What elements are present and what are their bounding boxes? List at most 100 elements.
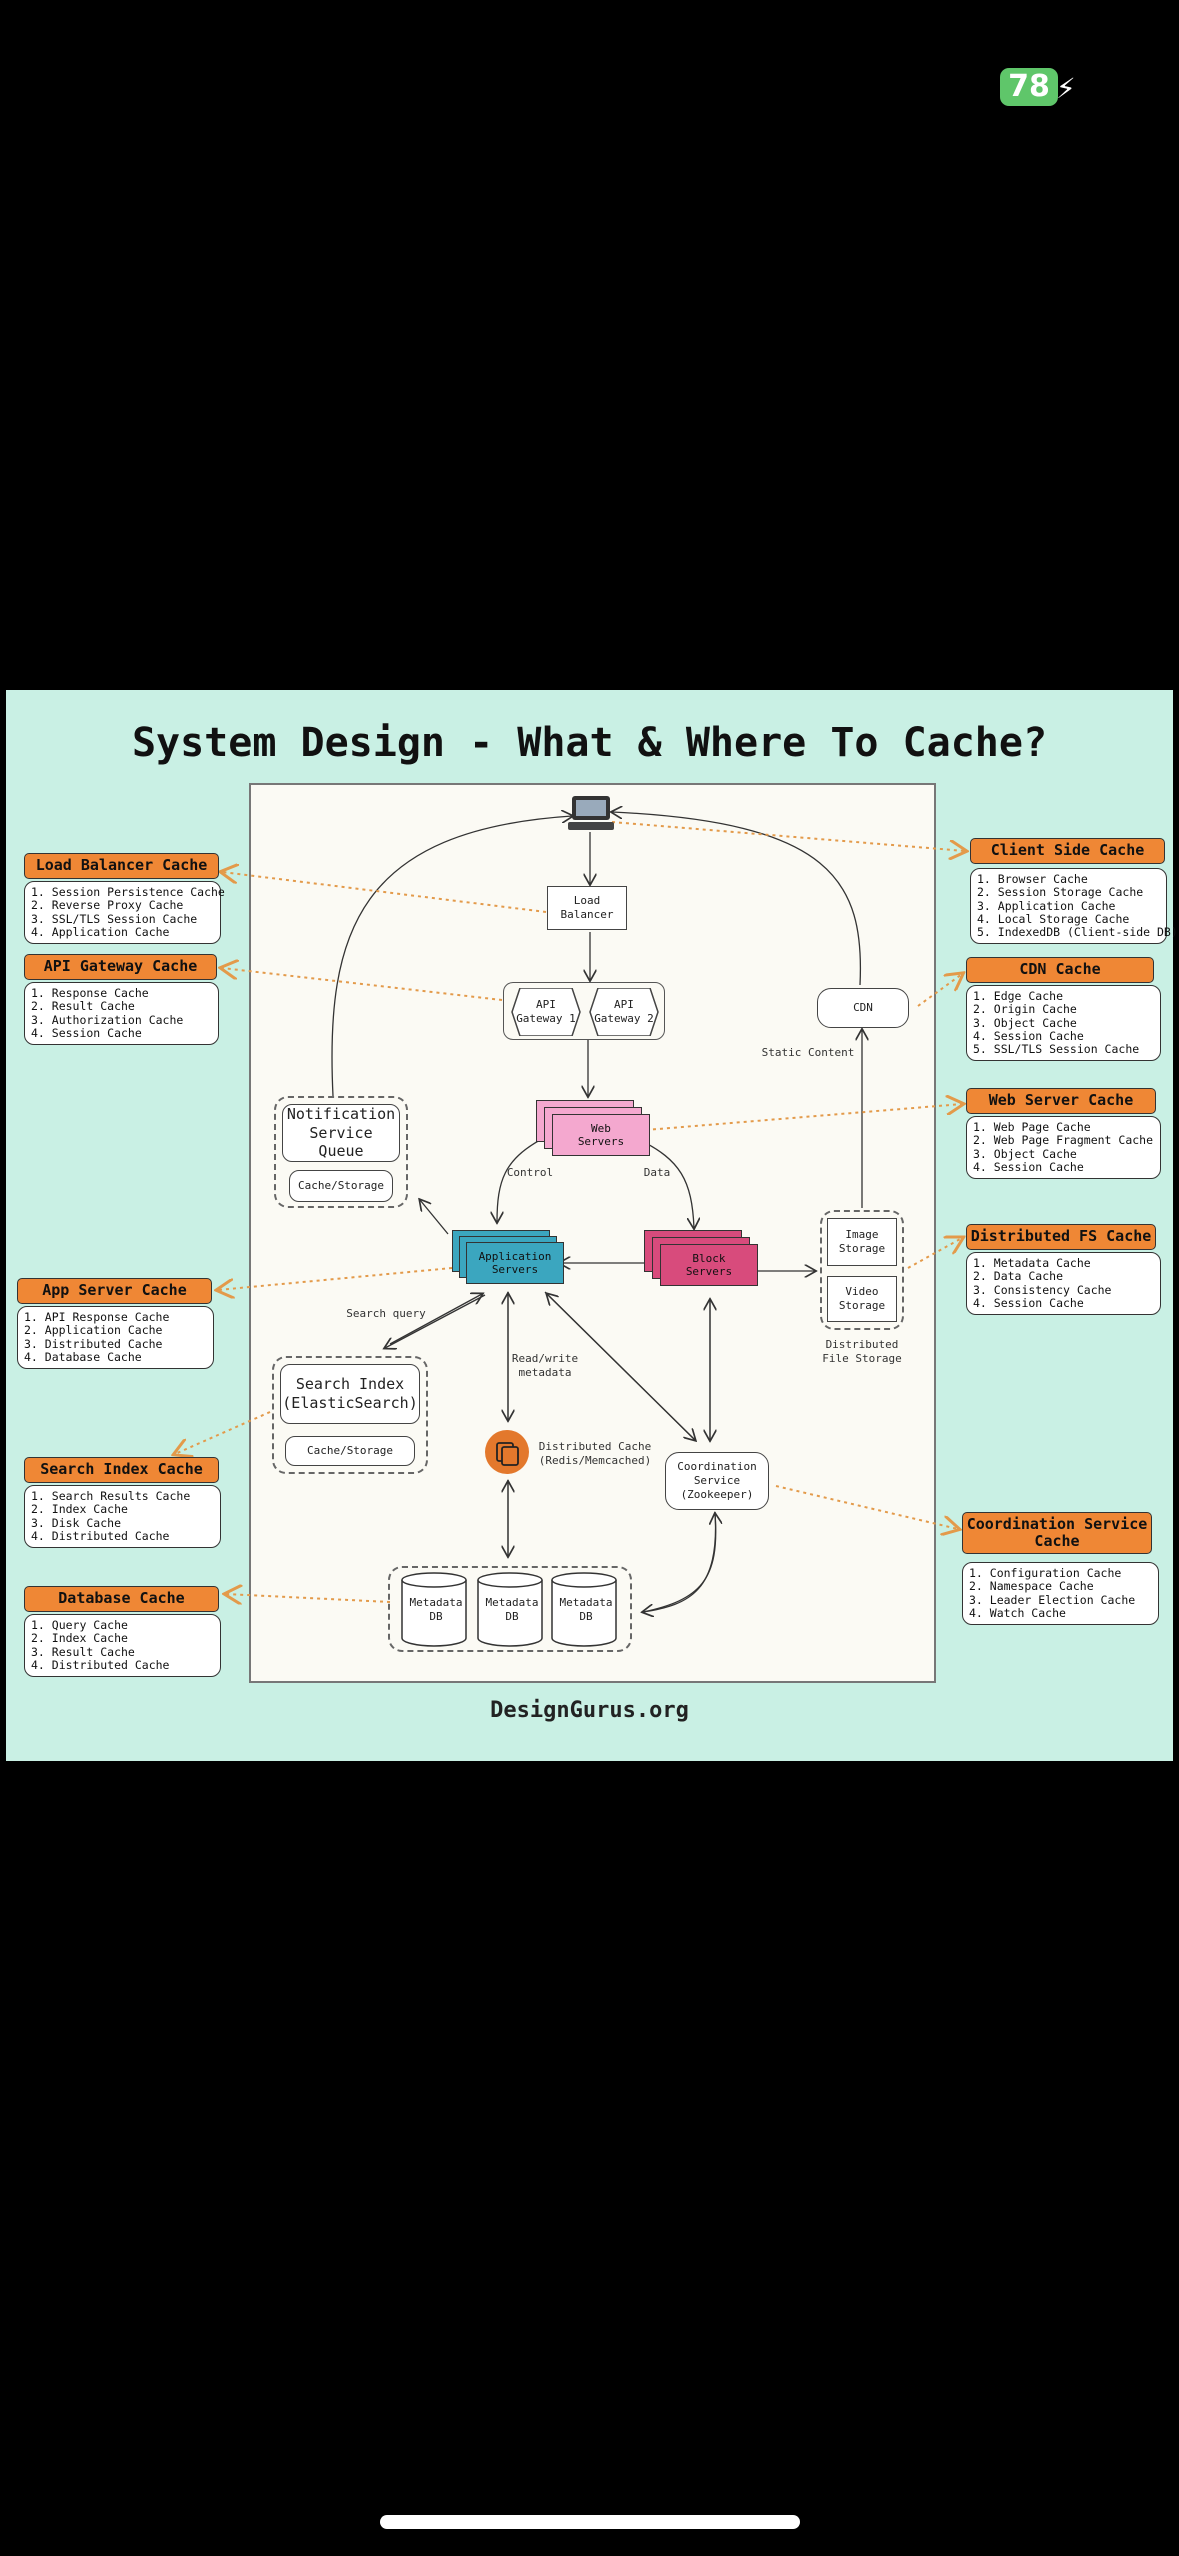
poster-footer: DesignGurus.org	[490, 1698, 689, 1723]
edge-app-to-search	[385, 1294, 486, 1348]
application-servers-stack: Application Servers	[452, 1230, 567, 1288]
link-app-server	[218, 1267, 453, 1290]
search-index-node: Search Index (ElasticSearch)	[280, 1364, 420, 1424]
notification-queue-group	[274, 1096, 408, 1208]
coordination-node: Coordination Service (Zookeeper)	[665, 1452, 769, 1510]
link-search-index	[175, 1411, 271, 1454]
list-item: 4. Session Cache	[973, 1028, 1084, 1043]
list-item: 3. Distributed Cache	[24, 1336, 163, 1351]
home-indicator[interactable]	[380, 2515, 800, 2529]
distributed-cache-label: Distributed Cache (Redis/Memcached)	[538, 1440, 652, 1468]
list-item: 5. SSL/TLS Session Cache	[973, 1042, 1140, 1057]
list-item: 2. Index Cache	[31, 1502, 128, 1517]
section-list: 1. Configuration Cache 2. Namespace Cach…	[962, 1562, 1159, 1626]
list-item: 1. Web Page Cache	[973, 1120, 1091, 1134]
metadata-db-2: Metadata DB	[485, 1596, 539, 1623]
section-title: Database Cache	[24, 1586, 219, 1612]
list-item: 3. Application Cache	[977, 898, 1116, 913]
list-item: 1. Session Persistence Cache	[31, 885, 225, 899]
list-item: 1. Configuration Cache	[969, 1566, 1122, 1580]
list-item: 1. Edge Cache	[973, 989, 1064, 1003]
list-item: 3. Authorization Cache	[31, 1012, 184, 1027]
search-index-group	[272, 1356, 428, 1474]
list-item: 3. Object Cache	[973, 1015, 1077, 1030]
list-item: 2. Session Storage Cache	[977, 885, 1144, 900]
section-title: Coordination Service Cache	[962, 1512, 1152, 1554]
link-coordination	[775, 1485, 958, 1529]
list-item: 2. Data Cache	[973, 1269, 1064, 1284]
search-query-label: Search query	[346, 1307, 426, 1320]
list-item: 3. Disk Cache	[31, 1515, 122, 1530]
load-balancer-node: Load Balancer	[547, 886, 627, 930]
image-storage-node: Image Storage	[827, 1218, 897, 1266]
list-item: 5. IndexedDB (Client-side DB)	[977, 925, 1178, 940]
charging-icon: ⚡	[1056, 72, 1076, 105]
list-item: 2. Index Cache	[31, 1631, 128, 1646]
notification-queue-node: Notification Service Queue	[282, 1104, 400, 1162]
list-item: 2. Result Cache	[31, 999, 135, 1014]
section-title: Search Index Cache	[24, 1457, 219, 1483]
list-item: 2. Application Cache	[24, 1323, 163, 1338]
list-item: 3. SSL/TLS Session Cache	[31, 911, 198, 926]
section-list: 1. Browser Cache 2. Session Storage Cach…	[970, 868, 1178, 945]
link-database	[226, 1594, 391, 1602]
list-item: 1. Query Cache	[31, 1618, 128, 1632]
section-list: 1. Response Cache 2. Result Cache 3. Aut…	[24, 982, 219, 1046]
list-item: 4. Database Cache	[24, 1349, 142, 1364]
section-title: API Gateway Cache	[24, 954, 217, 980]
list-item: 3. Result Cache	[31, 1644, 135, 1659]
edge-web-to-app	[497, 1139, 541, 1222]
link-web-server	[645, 1104, 962, 1131]
distributed-storage-group	[820, 1210, 904, 1330]
gateway-hexagons	[511, 988, 659, 1036]
list-item: 3. Consistency Cache	[973, 1282, 1112, 1297]
edge-coordination-to-db	[643, 1511, 717, 1612]
cdn-node: CDN	[817, 988, 909, 1028]
metadata-db-group	[388, 1566, 632, 1652]
section-title: Web Server Cache	[966, 1088, 1156, 1114]
section-list: 1. Query Cache 2. Index Cache 3. Result …	[24, 1614, 221, 1678]
application-servers-node: Application Servers	[466, 1242, 564, 1284]
edge-coordination-to-app	[547, 1294, 696, 1441]
block-servers-stack: Block Servers	[644, 1230, 759, 1292]
list-item: 4. Watch Cache	[969, 1605, 1066, 1620]
edge-web-to-block	[639, 1139, 694, 1228]
block-servers-node: Block Servers	[660, 1244, 758, 1286]
link-cdn	[917, 974, 962, 1007]
edge-notification-to-client	[331, 816, 572, 1097]
api-gateway-2-node: API Gateway 2	[594, 998, 654, 1025]
data-label: Data	[643, 1166, 671, 1179]
edge-app-to-notification	[420, 1200, 449, 1235]
link-distributed-fs	[907, 1238, 962, 1269]
distributed-cache-icon	[485, 1430, 529, 1474]
section-list: 1. Session Persistence Cache 2. Reverse …	[24, 881, 225, 945]
list-item: 2. Origin Cache	[973, 1002, 1077, 1017]
list-item: 2. Reverse Proxy Cache	[31, 898, 184, 913]
list-item: 4. Session Cache	[973, 1159, 1084, 1174]
section-list: 1. Metadata Cache 2. Data Cache 3. Consi…	[966, 1252, 1161, 1316]
link-api-gateway	[222, 968, 503, 1001]
list-item: 1. API Response Cache	[24, 1310, 170, 1324]
link-load-balancer	[222, 872, 547, 913]
list-item: 4. Session Cache	[31, 1025, 142, 1040]
search-cache-node: Cache/Storage	[285, 1436, 415, 1466]
list-item: 3. Leader Election Cache	[969, 1592, 1136, 1607]
metadata-db-3: Metadata DB	[559, 1596, 613, 1623]
section-title: CDN Cache	[966, 957, 1154, 983]
edge-db-to-coordination	[642, 1514, 716, 1613]
section-list: 1. Web Page Cache 2. Web Page Fragment C…	[966, 1116, 1161, 1180]
section-title: Distributed FS Cache	[966, 1224, 1156, 1250]
api-gateway-group	[503, 982, 665, 1040]
read-write-label: Read/write metadata	[511, 1352, 579, 1380]
list-item: 4. Local Storage Cache	[977, 911, 1130, 926]
link-client-side	[611, 821, 965, 851]
video-storage-node: Video Storage	[827, 1276, 897, 1322]
notification-cache-node: Cache/Storage	[289, 1170, 393, 1202]
list-item: 2. Web Page Fragment Cache	[973, 1133, 1154, 1148]
list-item: 1. Browser Cache	[977, 872, 1088, 886]
list-item: 4. Distributed Cache	[31, 1657, 170, 1672]
section-list: 1. Search Results Cache 2. Index Cache 3…	[24, 1485, 221, 1549]
control-label: Control	[506, 1166, 554, 1179]
edge-search-to-app	[389, 1294, 482, 1345]
static-content-label: Static Content	[761, 1046, 855, 1059]
